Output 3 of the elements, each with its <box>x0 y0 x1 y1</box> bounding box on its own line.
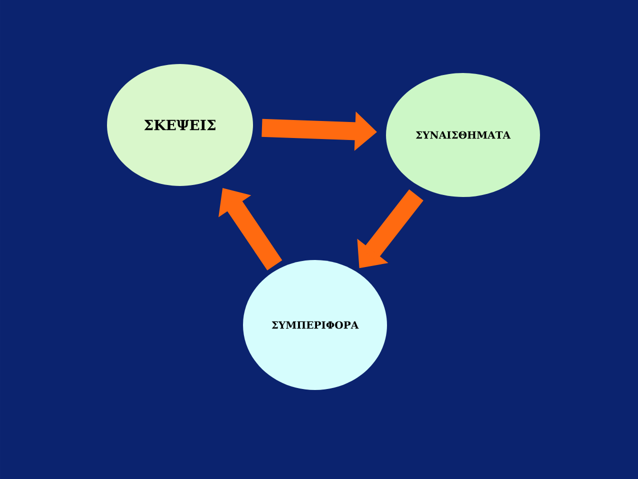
ellipse-node: ΣΚΕΨΕΙΣ <box>107 64 253 186</box>
ellipse-node: ΣΥΝΑΙΣΘΗΜΑΤΑ <box>386 73 540 197</box>
ellipse-node: ΣΥΜΠΕΡΙΦΟΡΑ <box>243 260 387 390</box>
